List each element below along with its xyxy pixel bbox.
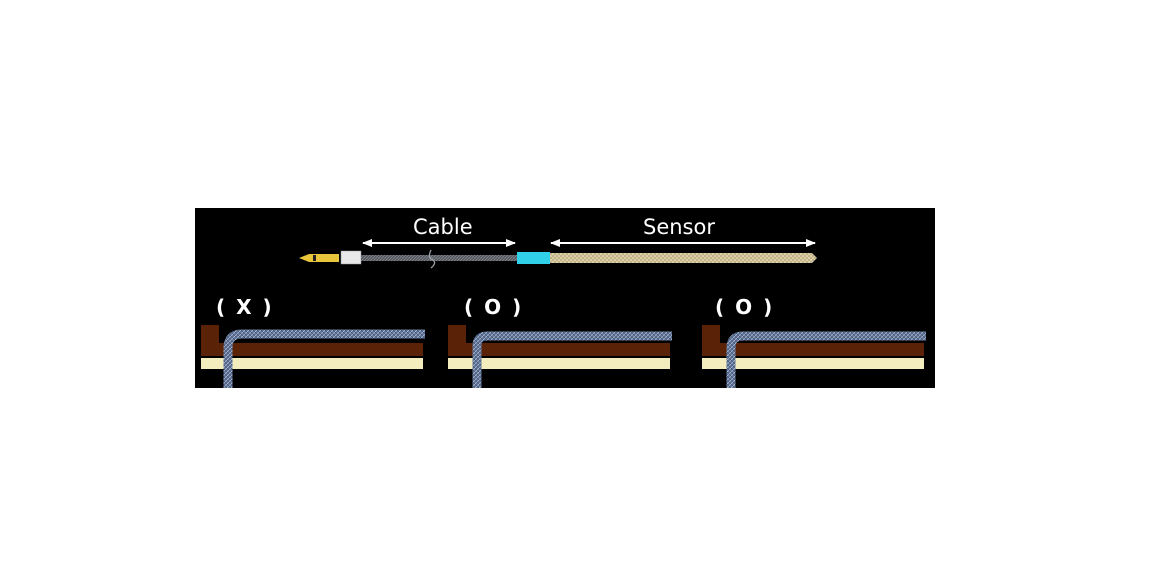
example-correct-bend-2 bbox=[702, 325, 926, 388]
diagram-canvas bbox=[201, 239, 926, 388]
example-correct-bend-1 bbox=[448, 325, 672, 388]
correct-mark-2: ( O ) bbox=[715, 295, 775, 319]
cable-body bbox=[361, 255, 517, 261]
sensor-body bbox=[550, 253, 817, 263]
sensor-collar bbox=[517, 252, 550, 264]
connector-tip bbox=[299, 254, 339, 262]
wrong-mark: ( X ) bbox=[216, 295, 274, 319]
floor-step bbox=[702, 325, 924, 356]
correct-mark-1: ( O ) bbox=[464, 295, 524, 319]
connector-sleeve bbox=[340, 250, 362, 265]
cream-layer bbox=[448, 358, 670, 369]
cream-layer bbox=[702, 358, 924, 369]
sensor-label: Sensor bbox=[643, 215, 715, 239]
floor-step bbox=[201, 325, 423, 356]
cable-label: Cable bbox=[413, 215, 473, 239]
cream-layer bbox=[201, 358, 423, 369]
cable-break-mark bbox=[428, 249, 436, 269]
braided-cable bbox=[223, 329, 425, 388]
braided-cable bbox=[726, 331, 926, 388]
braided-cable bbox=[472, 331, 672, 388]
floor-step bbox=[448, 325, 670, 356]
probe-assembly bbox=[299, 249, 817, 269]
diagram-panel: Cable Sensor ( X ) ( O ) ( O ) bbox=[195, 208, 935, 388]
example-wrong-bend bbox=[201, 325, 425, 388]
connector-tip-mark bbox=[313, 255, 316, 261]
